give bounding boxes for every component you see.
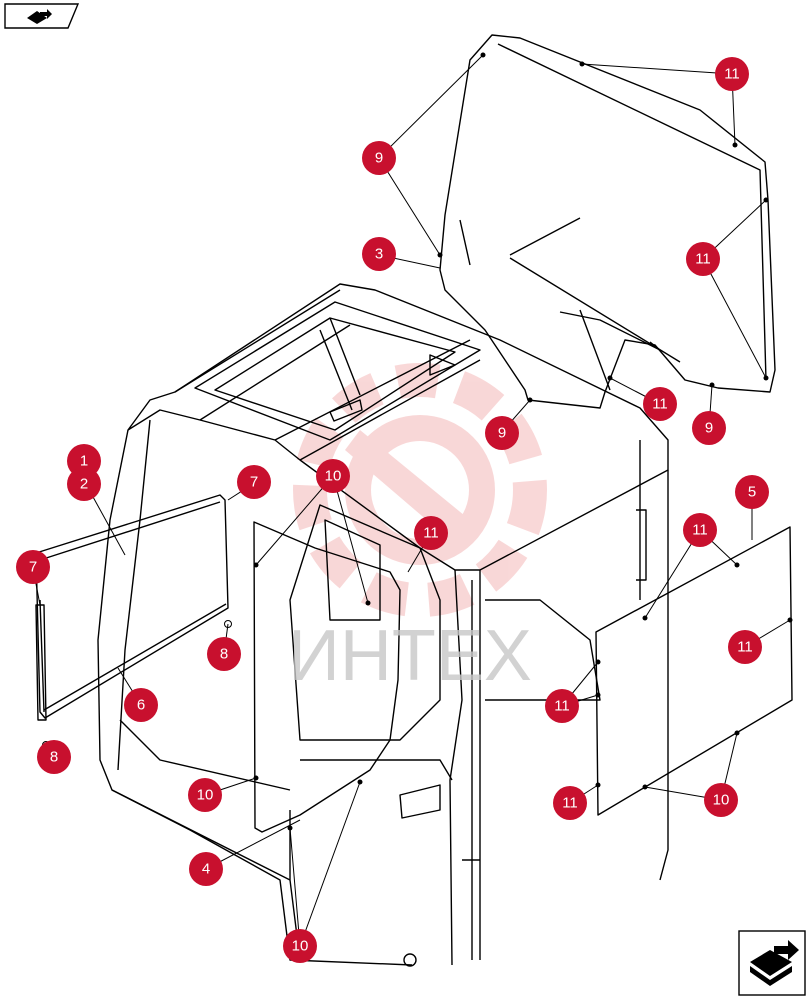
svg-text:11: 11 [695,251,711,268]
callout-11e[interactable]: 11 [683,513,717,547]
svg-text:9: 9 [705,420,713,437]
callout-9a[interactable]: 9 [362,141,396,175]
svg-text:2: 2 [80,476,88,493]
svg-text:11: 11 [692,522,708,539]
callout-11g[interactable]: 11 [545,689,579,723]
callout-7b[interactable]: 7 [237,465,271,499]
svg-text:4: 4 [202,861,210,878]
callout-4[interactable]: 4 [189,852,223,886]
callout-11d[interactable]: 11 [414,516,448,550]
cab-frame [97,283,669,967]
svg-text:1: 1 [80,453,88,470]
callout-11h[interactable]: 11 [553,786,587,820]
watermark-text: ИНТЕХ [288,616,532,696]
svg-text:9: 9 [498,425,506,442]
callout-3[interactable]: 3 [362,237,396,271]
callout-2[interactable]: 2 [67,467,101,501]
callout-10d[interactable]: 10 [704,783,738,817]
callouts: 1 2 3 4 5 6 7 7 7 8 8 9 9 9 10 10 10 10 … [16,57,769,963]
left-side-glass [35,494,229,719]
callout-9c[interactable]: 9 [692,411,726,445]
left-glass-seal [35,604,47,721]
callout-5[interactable]: 5 [735,475,769,509]
callout-11f[interactable]: 11 [728,630,762,664]
watermark-logo [293,363,547,617]
callout-7a[interactable]: 7 [16,550,50,584]
callout-10a[interactable]: 10 [316,459,350,493]
rear-glass [595,526,793,816]
callout-8b[interactable]: 8 [37,740,71,774]
nav-book-icon-top[interactable] [4,3,80,29]
svg-text:10: 10 [197,787,214,804]
svg-text:5: 5 [748,484,756,501]
svg-text:8: 8 [220,646,228,663]
svg-text:8: 8 [50,749,58,766]
svg-text:9: 9 [375,150,383,167]
svg-text:11: 11 [554,698,570,715]
callout-9b[interactable]: 9 [485,416,519,450]
callout-11b[interactable]: 11 [686,242,720,276]
callout-11a[interactable]: 11 [715,57,749,91]
callout-10b[interactable]: 10 [188,778,222,812]
svg-text:10: 10 [713,792,730,809]
svg-text:7: 7 [29,559,37,576]
callout-8a[interactable]: 8 [207,637,241,671]
svg-text:3: 3 [375,246,383,263]
fastener-points [42,52,793,831]
callout-6[interactable]: 6 [124,688,158,722]
svg-text:11: 11 [562,795,578,812]
svg-text:7: 7 [250,474,258,491]
svg-text:11: 11 [423,525,439,542]
nav-book-icon-bottom[interactable] [738,930,806,996]
door-glass [253,521,401,833]
windshield-glass [439,34,776,409]
svg-text:10: 10 [325,468,342,485]
svg-text:6: 6 [137,697,145,714]
callout-11c[interactable]: 11 [643,387,677,421]
svg-text:10: 10 [292,938,309,955]
callout-10c[interactable]: 10 [283,929,317,963]
svg-text:11: 11 [737,639,753,656]
svg-text:11: 11 [724,66,740,83]
svg-text:11: 11 [652,396,668,413]
